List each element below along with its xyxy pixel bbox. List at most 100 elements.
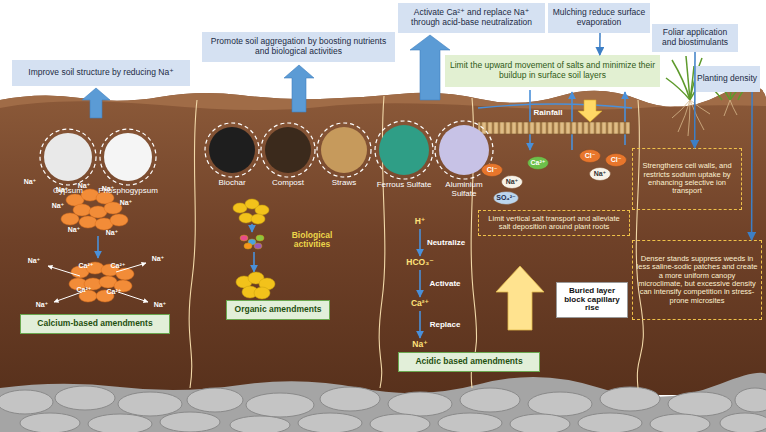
- bedrock-layer: [187, 388, 243, 412]
- ion-shape: [606, 154, 627, 167]
- node-text: SO₄²⁻: [496, 194, 515, 202]
- process-arrow: [419, 311, 421, 338]
- bedrock-layer: [160, 412, 220, 432]
- ion-shape: [494, 192, 519, 205]
- bedrock-layer: [735, 388, 766, 412]
- node-text: Calcium-based amendments: [37, 319, 152, 329]
- section-heading: Improve soil structure by reducing Na⁺: [12, 60, 190, 86]
- node-text: Na⁺: [594, 170, 607, 178]
- node-text: Improve soil structure by reducing Na⁺: [28, 68, 173, 78]
- microbe-cluster: [255, 205, 269, 215]
- bedrock-layer: [578, 413, 642, 432]
- process-arrow: [253, 252, 255, 272]
- bedrock-layer: [668, 392, 732, 416]
- node-text: Foliar application and biostimulants: [655, 28, 735, 47]
- mulch-layer: [478, 122, 630, 134]
- dashed-outline: [100, 129, 156, 185]
- bedrock-layer: [0, 386, 766, 432]
- section-heading: Promote soil aggregation by boosting nut…: [202, 32, 395, 62]
- bedrock-layer: [20, 413, 80, 432]
- bedrock-layer: [55, 386, 115, 410]
- ion-shape: [590, 168, 611, 181]
- ion-label: Ca²⁺: [111, 262, 126, 270]
- ion-bubble: Ca²⁺: [527, 156, 549, 170]
- release-arrow: [48, 263, 148, 302]
- node-text: Buried layer block capillary rise: [560, 287, 624, 314]
- ion-label: HCO₃⁻: [406, 258, 433, 267]
- node-text: Cl⁻: [585, 152, 596, 160]
- node-text: Promote soil aggregation by boosting nut…: [205, 37, 392, 56]
- bedrock-layer: [650, 414, 710, 432]
- bedrock-layer: [246, 393, 314, 417]
- amendment-sample: [321, 127, 367, 173]
- effect-arrow: [410, 35, 450, 100]
- effect-note: Strengthens cell walls, and restricts so…: [632, 148, 742, 210]
- ion-bubble: Na⁺: [501, 175, 523, 189]
- plant-illustration: [672, 100, 690, 118]
- bedrock-layer: [88, 414, 152, 432]
- bedrock-layer: [460, 388, 520, 412]
- effect-arrow: [82, 88, 110, 118]
- ion-label: Ca²⁺: [107, 288, 122, 296]
- process-label: Rainfall: [534, 109, 563, 118]
- amendment-circle: Aluminium Sulfate: [432, 120, 496, 199]
- ion-bubble: Cl⁻: [481, 163, 503, 177]
- microbe-cluster: [256, 235, 264, 241]
- section-heading: Activate Ca²⁺ and replace Na⁺ through ac…: [398, 3, 545, 33]
- bedrock-layer: [370, 414, 430, 432]
- ion-label: Ca²⁺: [77, 286, 92, 294]
- process-arrow: [624, 92, 626, 145]
- process-label: Biological activities: [283, 231, 341, 250]
- dashed-outline: [317, 123, 371, 177]
- amendment-circle: Ferrous Sulfate: [372, 120, 436, 190]
- ion-label: Na⁺: [102, 185, 115, 193]
- node-text: Organic amendments: [235, 305, 322, 315]
- sodium-exchange-cluster: [61, 189, 134, 302]
- bedrock-layer: [600, 387, 660, 411]
- node-text: Planting density: [697, 74, 757, 84]
- dashed-outline: [205, 123, 259, 177]
- amendment-sample: [379, 125, 429, 175]
- ion-label: Na⁺: [28, 257, 41, 265]
- bedrock-layer: [0, 390, 53, 414]
- amendment-sample: [265, 127, 311, 173]
- ion-label: Na⁺: [78, 182, 91, 190]
- amendment-sample: [374, 120, 434, 180]
- bedrock-layer: [230, 416, 290, 432]
- section-heading: Mulching reduce surface evaporation: [548, 3, 650, 33]
- ion-label: Na⁺: [68, 226, 81, 234]
- process-arrow: [251, 224, 253, 232]
- sodium-exchange-cluster: [110, 214, 128, 226]
- plant-illustration: [724, 100, 730, 116]
- process-label: Replace: [430, 321, 461, 330]
- sodium-exchange-cluster: [104, 202, 122, 214]
- amendment-sample: [44, 133, 92, 181]
- section-divider: [636, 100, 643, 388]
- ion-shape: [580, 150, 601, 163]
- category-box: Calcium-based amendments: [20, 314, 170, 334]
- category-box: Organic amendments: [226, 300, 330, 320]
- process-arrow: [419, 270, 421, 297]
- ion-bubble: SO₄²⁻: [493, 191, 519, 205]
- release-arrow: [48, 266, 80, 276]
- sodium-exchange-cluster: [61, 213, 79, 225]
- plant-illustration: [688, 100, 690, 136]
- flow-arrow: [751, 92, 753, 240]
- amendment-circle: Gypsum: [36, 128, 100, 196]
- microbe-cluster: [244, 243, 252, 249]
- mulch-layer: [578, 100, 602, 122]
- ion-label: Na⁺: [106, 229, 119, 237]
- amendment-name: Aluminium Sulfate: [432, 181, 496, 199]
- soil-profile: [0, 85, 766, 395]
- flow-arrow: [694, 52, 696, 148]
- amendment-name: Compost: [272, 179, 304, 188]
- plant-illustration: [666, 78, 690, 100]
- node-text: Strengthens cell walls, and restricts so…: [636, 162, 738, 196]
- node-text: Na⁺: [506, 178, 519, 186]
- ion-bubble: Cl⁻: [605, 153, 627, 167]
- ion-bubble: Cl⁻: [579, 149, 601, 163]
- ion-bubble: Na⁺: [589, 167, 611, 181]
- release-arrow: [118, 292, 148, 302]
